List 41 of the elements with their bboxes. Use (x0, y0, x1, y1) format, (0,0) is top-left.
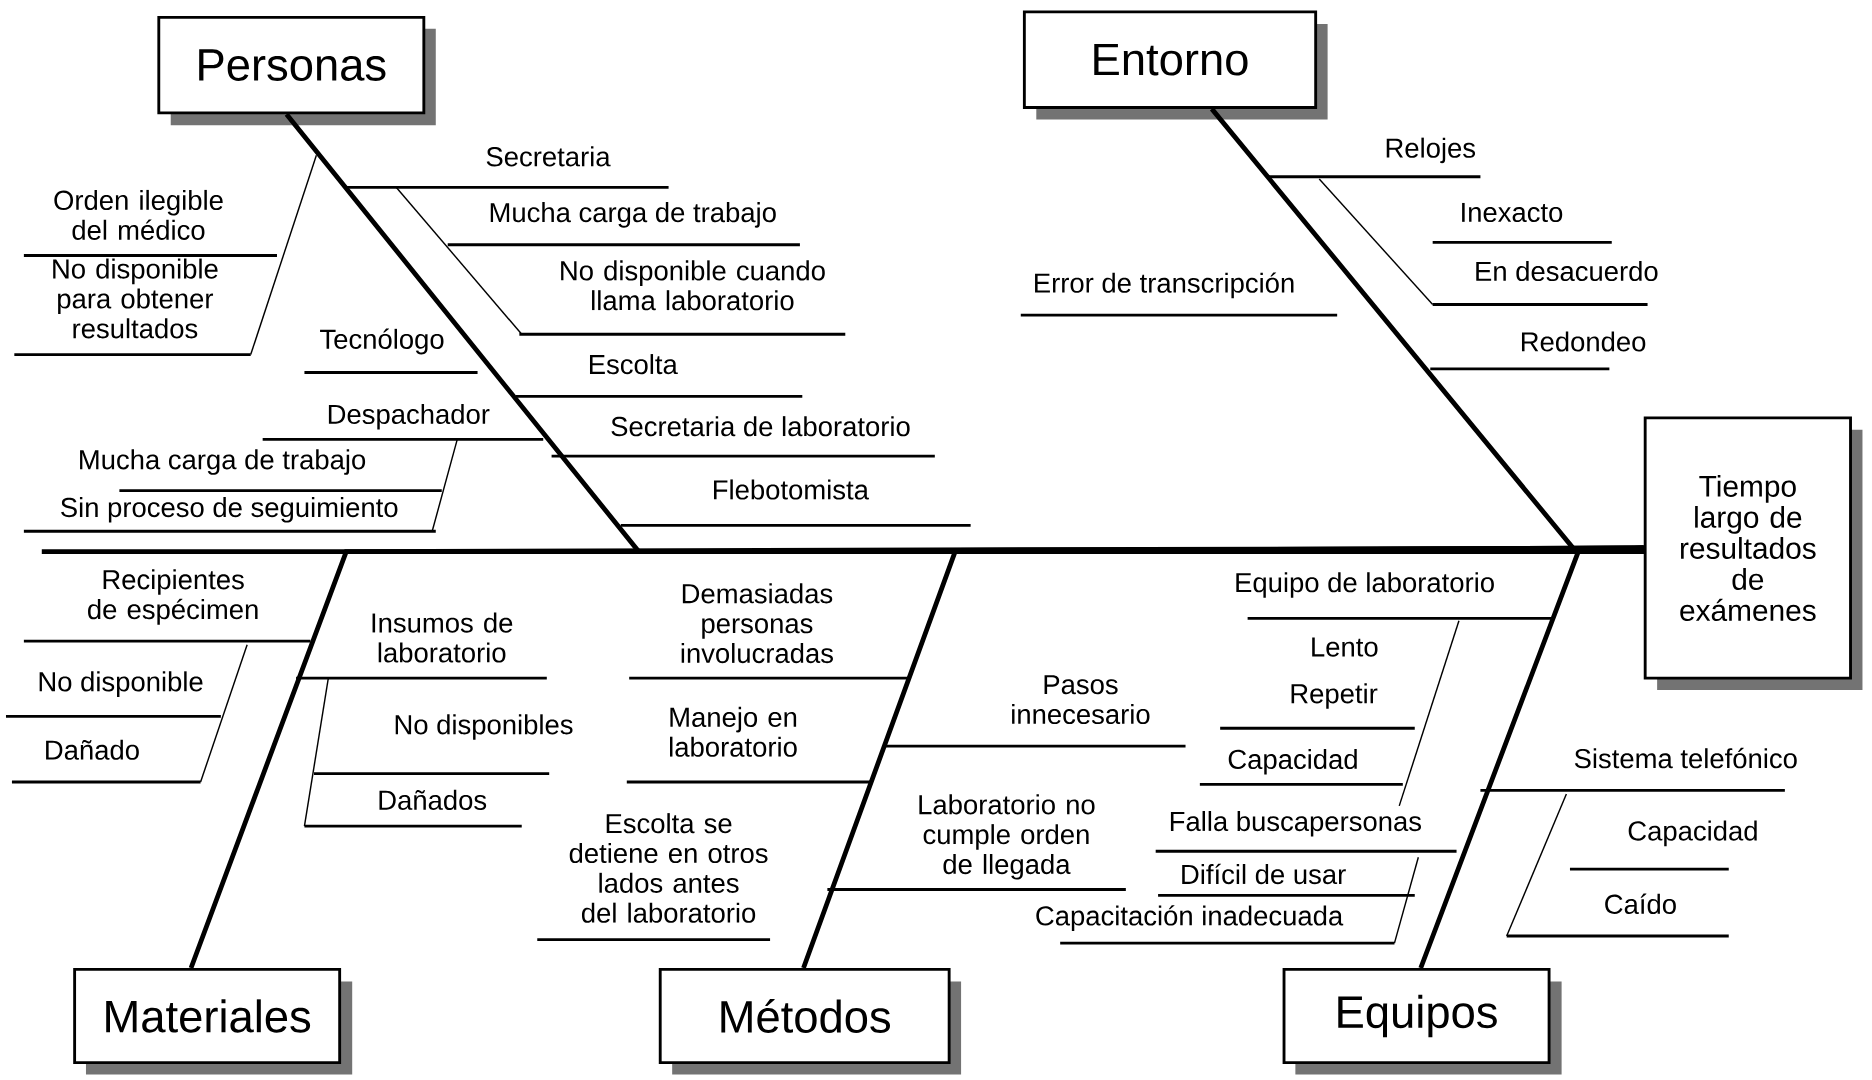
cause-label: Sin proceso de seguimiento (23, 496, 436, 533)
cause-label: Secretaria de laboratorio (551, 415, 935, 458)
cause-label: No disponible para obtener resultados (14, 258, 251, 356)
cause-label: Error de transcripción (1020, 272, 1338, 317)
cause-label: No disponible (6, 671, 221, 718)
cause-label: Tecnólogo (304, 328, 478, 374)
effect-box: Tiempo largo de resultados de exámenes (1643, 416, 1863, 690)
cause-label: Lento (1312, 637, 1378, 657)
cause-label: Caído (1506, 893, 1729, 938)
cause-label: En desacuerdo (1432, 260, 1658, 306)
cause-label: Flebotomista (620, 479, 971, 527)
cause-label: Mucha carga de trabajo (80, 449, 442, 492)
cause-label: Falla buscapersonas (1155, 810, 1457, 853)
cause-label: No disponibles (314, 714, 573, 775)
cause-label: Escolta se detiene en otros lados antes del laboratorio (537, 812, 771, 941)
cause-label: Relojes (1267, 137, 1481, 178)
cause-label: Mucha carga de trabajo (447, 201, 800, 246)
category-box: Métodos (658, 967, 962, 1075)
cause-label: Dañado (11, 739, 201, 784)
cause-label: Escolta (515, 353, 803, 398)
cause-label: Repetir (1220, 683, 1415, 730)
cause-label: Dañados (304, 789, 522, 828)
category-box: Personas (157, 15, 436, 126)
cause-label: No disponible cuando llama laboratorio (519, 260, 846, 336)
cause-label: Capacidad (1199, 748, 1403, 786)
category-box: Materiales (73, 967, 353, 1075)
cause-label: Redondeo (1430, 331, 1646, 371)
cause-label: Inexacto (1432, 202, 1612, 244)
cause-label: Capacitación inadecuada (1036, 904, 1395, 945)
cause-label: Difícil de usar (1158, 863, 1415, 897)
category-box: Equipos (1282, 967, 1562, 1075)
cause-label: Laboratorio no cumple orden de llegada (827, 794, 1126, 891)
bone-line (1418, 545, 1644, 969)
category-box: Entorno (1022, 10, 1328, 120)
cause-label: Secretaria (346, 146, 669, 189)
cause-label: Equipo de laboratorio (1236, 572, 1553, 620)
cause-label: Sistema telefónico (1480, 747, 1797, 792)
cause-label: Capacidad (1569, 820, 1757, 871)
cause-label: Manejo en laboratorio (626, 706, 872, 784)
cause-label: Despachador (262, 403, 544, 441)
cause-label: Orden ilegible del médico (23, 189, 277, 257)
